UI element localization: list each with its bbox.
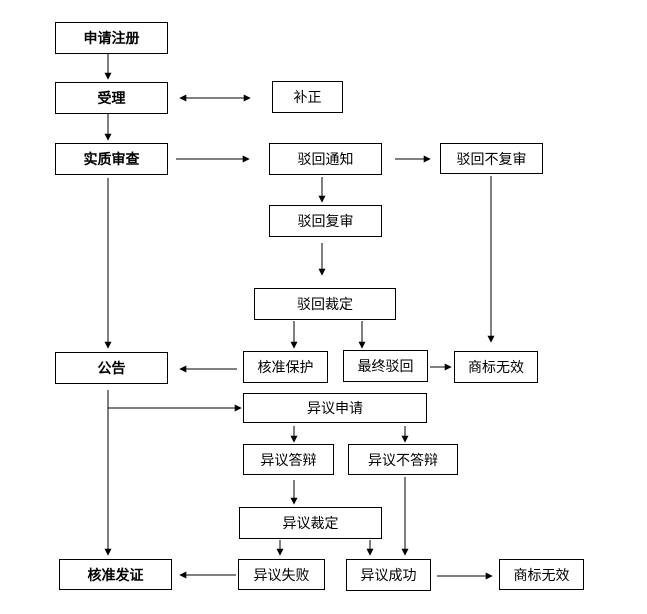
- node-announce: 公告: [55, 352, 168, 384]
- node-apply: 申请注册: [55, 22, 168, 54]
- node-opposition-fail: 异议失败: [238, 559, 325, 590]
- node-reject-ruling: 驳回裁定: [254, 288, 396, 320]
- node-accept: 受理: [55, 82, 168, 114]
- node-opposition-reply: 异议答辩: [243, 444, 334, 475]
- node-opposition-no-reply: 异议不答辩: [348, 444, 458, 475]
- node-invalid-2: 商标无效: [499, 559, 584, 590]
- node-opposition-success: 异议成功: [346, 559, 431, 591]
- node-invalid-1: 商标无效: [454, 351, 538, 383]
- node-reject-notice: 驳回通知: [269, 143, 382, 175]
- node-no-review: 驳回不复审: [440, 143, 543, 174]
- node-final-reject: 最终驳回: [343, 350, 428, 382]
- node-supplement: 补正: [272, 81, 343, 113]
- node-substantive-review: 实质审查: [55, 143, 168, 175]
- node-approve-certificate: 核准发证: [59, 559, 172, 590]
- node-reject-review: 驳回复审: [269, 205, 382, 237]
- node-approve-protect: 核准保护: [243, 351, 328, 383]
- node-opposition-apply: 异议申请: [243, 393, 427, 423]
- node-opposition-ruling: 异议裁定: [239, 507, 382, 539]
